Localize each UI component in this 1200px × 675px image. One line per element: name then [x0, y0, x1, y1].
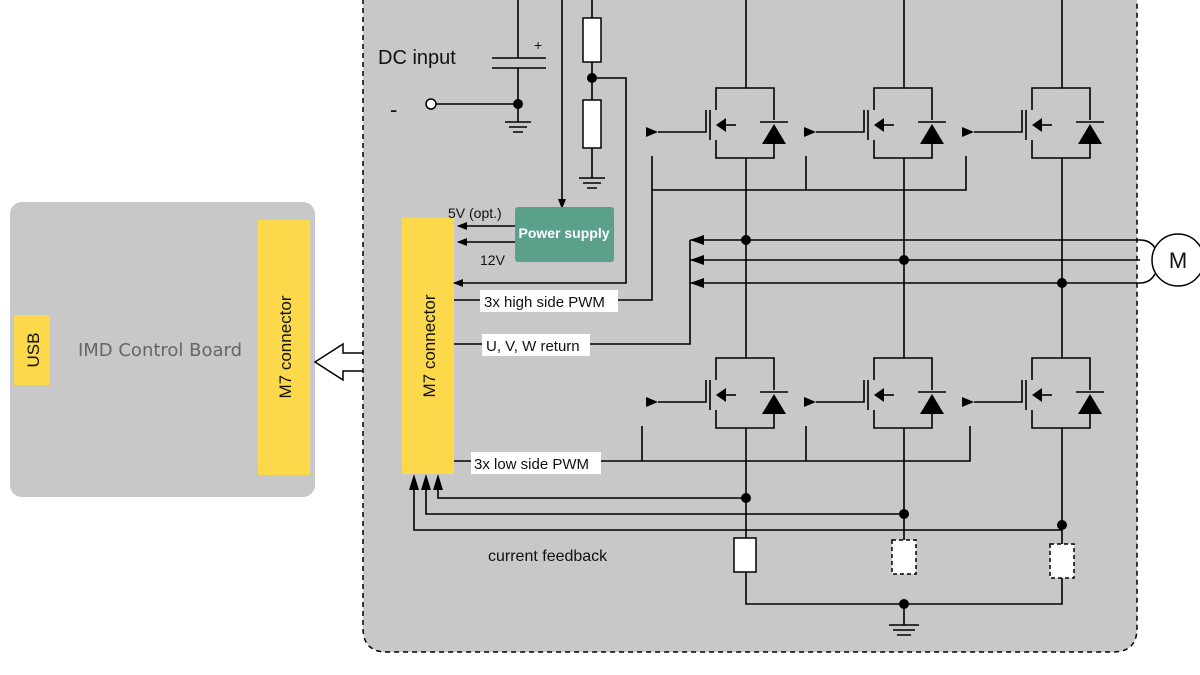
- usb-port: [14, 315, 50, 385]
- inverter-bridge: [646, 0, 1104, 470]
- motor-symbol: [1151, 233, 1200, 287]
- phase-node-u: [741, 235, 751, 245]
- shunt-resistor-w: [1049, 543, 1075, 579]
- high-side-switch-u: [646, 76, 788, 188]
- shunt-resistor-u: [733, 537, 757, 573]
- high-side-switch-v: [804, 76, 946, 188]
- power-supply-block: [515, 207, 614, 262]
- return-arrow-v: [690, 255, 704, 265]
- phase-return-label: U, V, W return: [486, 338, 580, 355]
- shunt-network: [733, 470, 1075, 636]
- low-side-pwm-label: 3x low side PWM: [474, 456, 589, 473]
- 5v-label: 5V (opt.): [448, 205, 502, 221]
- phase-node-v: [899, 255, 909, 265]
- return-arrow-u: [690, 235, 704, 245]
- high-side-switch-w: [962, 76, 1104, 188]
- return-arrow-w: [690, 278, 704, 288]
- control-board-connector-label: M7 connector: [276, 295, 295, 398]
- low-side-switch-w: [962, 346, 1104, 458]
- motor-label: M: [1169, 248, 1187, 273]
- 12v-label: 12V: [480, 252, 506, 268]
- control-board-connector: [258, 220, 310, 475]
- current-feedback-label: current feedback: [488, 548, 608, 565]
- dc-minus-label: -: [390, 97, 397, 122]
- shunt-resistor-v: [891, 539, 917, 575]
- usb-label: USB: [24, 333, 43, 368]
- dc-input-label: DC input: [378, 47, 456, 69]
- power-board-connector: [402, 218, 454, 474]
- low-side-switch-v: [804, 346, 946, 458]
- dc-input-circuit: [425, 0, 627, 287]
- power-board: [362, 0, 1138, 653]
- feedback-arrow-2: [421, 474, 431, 490]
- control-board-title: IMD Control Board: [78, 340, 242, 361]
- high-side-pwm-label: 3x high side PWM: [484, 294, 605, 311]
- capacitor-plus-label: +: [534, 37, 542, 53]
- feedback-arrow-3: [433, 474, 443, 490]
- low-side-switch-u: [646, 346, 788, 458]
- control-board: USB IMD Control Board M7 connector: [10, 202, 315, 497]
- power-board-connector-label: M7 connector: [420, 294, 439, 397]
- feedback-arrow-1: [409, 474, 419, 490]
- power-supply-label: Power supply: [518, 225, 609, 241]
- phase-node-w: [1057, 278, 1067, 288]
